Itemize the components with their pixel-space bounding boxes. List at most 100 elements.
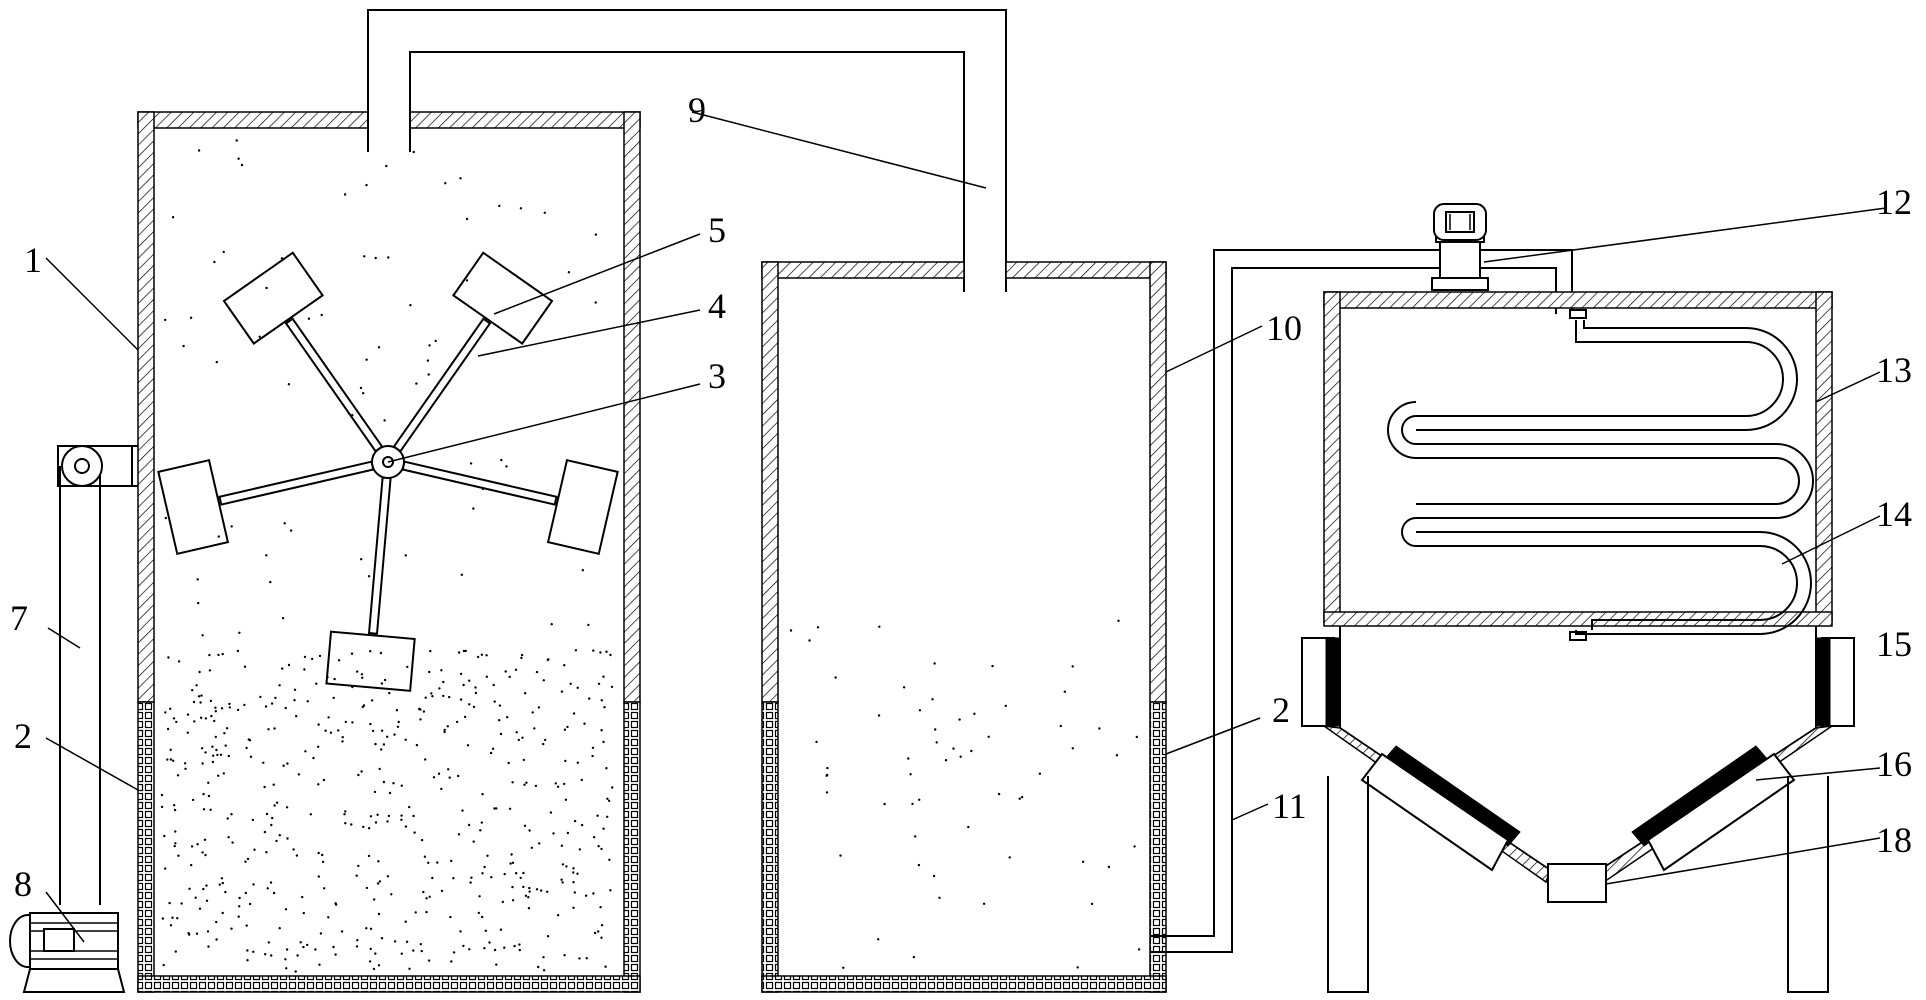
stipple-dot — [184, 767, 187, 770]
stipple-dot — [292, 848, 295, 851]
stipple-dot — [605, 650, 608, 653]
stipple-dot — [245, 746, 248, 750]
stipple-dot — [357, 864, 360, 868]
stipple-dot — [374, 821, 378, 824]
stipple-dot — [573, 819, 577, 823]
stipple-dot — [520, 656, 523, 660]
stipple-dot — [267, 941, 270, 944]
stipple-dot — [542, 956, 545, 959]
stipple-dot — [902, 686, 906, 689]
stipple-dot — [360, 770, 363, 773]
stipple-dot — [246, 949, 249, 952]
stipple-dot — [215, 360, 218, 364]
stipple-dot — [374, 742, 377, 746]
stipple-dot — [319, 932, 323, 935]
stipple-dot — [404, 920, 407, 923]
stipple-dot — [918, 709, 922, 712]
stipple-dot — [274, 696, 277, 700]
stipple-dot — [161, 917, 165, 920]
stipple-dot — [528, 886, 531, 890]
stipple-dot — [209, 808, 212, 811]
stipple-dot — [434, 339, 437, 343]
stipple-dot — [211, 760, 215, 764]
stipple-dot — [909, 773, 912, 776]
stipple-dot — [520, 653, 524, 657]
stipple-dot — [462, 944, 465, 948]
stipple-dot — [263, 830, 267, 834]
stipple-dot — [202, 887, 205, 891]
stipple-dot — [166, 758, 169, 761]
stipple-dot — [566, 725, 569, 729]
stipple-dot — [210, 714, 213, 718]
stipple-dot — [580, 823, 584, 827]
stipple-dot — [188, 887, 191, 890]
stipple-dot — [380, 937, 384, 940]
stipple-dot — [507, 761, 510, 765]
stipple-dot — [485, 654, 488, 657]
stipple-dot — [480, 821, 483, 824]
stipple-dot — [227, 754, 230, 758]
stipple-dot — [537, 706, 541, 709]
stipple-dot — [195, 932, 199, 935]
label-13: 13 — [1876, 350, 1912, 390]
stipple-dot — [248, 902, 252, 906]
stipple-dot — [826, 773, 829, 777]
stipple-dot — [528, 829, 531, 832]
stipple-dot — [591, 754, 594, 758]
stipple-dot — [404, 554, 407, 557]
stipple-dot — [462, 649, 466, 653]
stipple-dot — [842, 966, 845, 969]
stipple-dot — [172, 717, 176, 720]
stipple-dot — [373, 790, 377, 794]
stipple-dot — [361, 705, 364, 709]
stipple-dot — [982, 902, 986, 905]
stipple-dot — [610, 685, 614, 689]
stipple-dot — [544, 738, 547, 742]
stipple-dot — [252, 950, 255, 953]
stipple-dot — [486, 854, 489, 857]
stipple-dot — [265, 554, 268, 557]
stipple-dot — [518, 948, 521, 952]
stipple-dot — [245, 924, 248, 927]
stipple-dot — [912, 955, 916, 959]
stipple-dot — [528, 890, 531, 893]
stipple-dot — [404, 825, 408, 828]
stipple-dot — [515, 872, 518, 875]
stipple-dot — [197, 149, 201, 152]
stipple-dot — [360, 558, 363, 561]
stipple-dot — [397, 720, 400, 724]
stipple-dot — [508, 675, 511, 679]
stipple-dot — [317, 851, 320, 855]
stipple-dot — [168, 901, 171, 905]
stipple-dot — [392, 782, 395, 785]
stipple-dot — [556, 785, 560, 788]
stipple-dot — [883, 802, 886, 806]
stipple-dot — [377, 964, 381, 967]
stipple-dot — [560, 844, 564, 847]
stipple-dot — [357, 773, 360, 777]
stipple-dot — [455, 720, 459, 724]
stipple-dot — [238, 896, 241, 900]
stipple-dot — [492, 683, 495, 687]
stipple-dot — [372, 967, 376, 971]
stipple-dot — [457, 833, 461, 836]
stipple-dot — [355, 874, 358, 877]
stipple-dot — [196, 843, 199, 846]
stipple-dot — [266, 887, 269, 890]
stipple-dot — [597, 845, 600, 848]
mixing-tank — [137, 111, 641, 993]
leader-lines — [45, 111, 1887, 943]
stipple-dot — [500, 458, 503, 462]
stipple-dot — [426, 359, 430, 362]
stipple-dot — [251, 818, 255, 822]
stipple-dot — [214, 710, 217, 713]
stipple-dot — [293, 699, 296, 702]
stipple-dot — [415, 382, 418, 385]
stipple-dot — [440, 889, 444, 893]
stipple-dot — [602, 740, 605, 744]
stipple-dot — [287, 383, 291, 386]
stipple-dot — [171, 916, 174, 919]
stipple-dot — [278, 684, 281, 687]
stipple-dot — [228, 706, 231, 709]
